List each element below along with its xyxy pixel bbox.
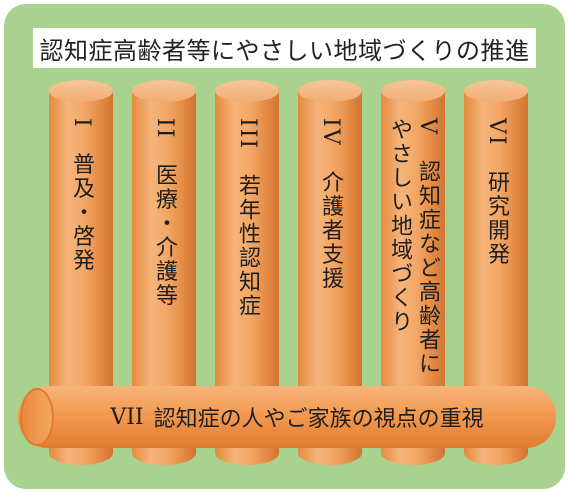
pillar-text: 医療・介護等 — [152, 163, 177, 308]
pillar-label: II 医療・介護等 — [132, 118, 196, 307]
pillar-text: 認知症など高齢者に — [415, 159, 440, 376]
pillar-label: IV 介護者支援 — [298, 118, 362, 291]
pillar-numeral: III — [235, 118, 260, 151]
pillar-text-column: V 認知症など高齢者に — [414, 118, 440, 376]
title-box: 認知症高齢者等にやさしい地域づくりの推進 — [33, 28, 536, 68]
diagram-title: 認知症高齢者等にやさしい地域づくりの推進 — [39, 36, 530, 65]
foundation-numeral: VII — [110, 404, 144, 430]
pillar-text-column: やさしい地域づくり — [386, 118, 412, 376]
foundation-label: VII 認知症の人やご家族の視点の重視 — [78, 386, 516, 448]
pillar-label: VI 研究開発 — [464, 118, 528, 267]
pillar-text: 研究開発 — [484, 170, 509, 267]
foundation-beam: VII 認知症の人やご家族の視点の重視 — [18, 386, 556, 448]
pillar-cap — [298, 80, 362, 102]
foundation-text: 認知症の人やご家族の視点の重視 — [153, 407, 484, 432]
pillar-label: III 若年性認知症 — [215, 118, 279, 318]
pillar-numeral: I — [69, 118, 94, 129]
pillar-text-column: III 若年性認知症 — [234, 118, 260, 318]
pillar-text-column: I 普及・啓発 — [68, 118, 94, 273]
beam-end-cap — [20, 388, 54, 446]
pillar-cap — [215, 80, 279, 102]
pillar-text-column: II 医療・介護等 — [151, 118, 177, 307]
pillar-text: 普及・啓発 — [69, 152, 94, 273]
pillar-numeral: II — [152, 118, 177, 140]
pillar-cap — [132, 80, 196, 102]
pillar-cap — [464, 80, 528, 102]
pillar-text-column: VI 研究開発 — [483, 118, 509, 267]
pillar-text-column: IV 介護者支援 — [317, 118, 343, 291]
pillar-text: 介護者支援 — [318, 170, 343, 291]
pillar-numeral: IV — [318, 118, 343, 147]
pillar-label: V 認知症など高齢者にやさしい地域づくり — [381, 118, 445, 376]
pillar-text: やさしい地域づくり — [387, 118, 412, 334]
pillar-cap — [381, 80, 445, 102]
pillar-numeral: VI — [484, 118, 509, 147]
pillar-label: I 普及・啓発 — [49, 118, 113, 273]
pillar-cap — [49, 80, 113, 102]
pillar-text: 若年性認知症 — [235, 174, 260, 319]
pillar-numeral: V — [415, 118, 440, 136]
